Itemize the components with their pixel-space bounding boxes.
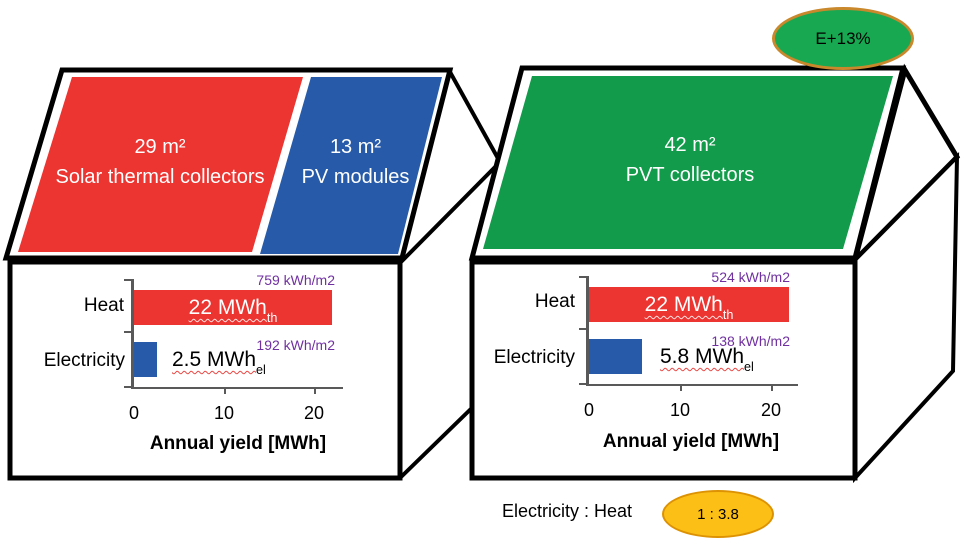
pvt-panel-label: 42 m² PVT collectors: [555, 130, 825, 190]
left-heat-value: 22 MWhth: [188, 296, 278, 325]
left-y-tick-top: [124, 279, 131, 281]
left-x-ticklabel-0: 0: [128, 403, 139, 423]
left-electricity-category: Electricity: [43, 350, 125, 371]
right-x-ticklabel-20: 20: [760, 400, 782, 420]
left-heat-bar: [134, 290, 332, 325]
electricity-gain-badge: E+13%: [772, 7, 914, 70]
pv-area: 13 m²: [329, 136, 382, 158]
electricity-heat-ratio-badge: 1 : 3.8: [662, 490, 774, 538]
left-x-ticklabel-10: 10: [213, 403, 235, 423]
left-gable-eave-edge: [399, 160, 502, 264]
solar-thermal-panel: [18, 77, 303, 252]
right-heat-value: 22 MWhth: [644, 293, 734, 322]
left-heat-category: Heat: [83, 295, 124, 316]
right-x-tick-10: [680, 386, 682, 391]
left-heat-specific-yield: 759 kWh/m2: [256, 272, 335, 288]
right-electricity-value: 5.8 MWhel: [660, 345, 754, 374]
right-electricity-specific-yield: 138 kWh/m2: [711, 333, 790, 349]
left-electricity-specific-yield: 192 kWh/m2: [256, 337, 335, 353]
right-y-tick-bottom: [579, 383, 586, 385]
left-x-tick-10: [224, 389, 226, 394]
right-y-axis: [586, 276, 589, 386]
right-heat-specific-yield: 524 kWh/m2: [711, 269, 790, 285]
right-electricity-category: Electricity: [493, 347, 575, 368]
pvt-name: PVT collectors: [625, 164, 755, 186]
right-x-axis-title: Annual yield [MWh]: [602, 431, 780, 452]
solar-thermal-panel-label: 29 m² Solar thermal collectors: [25, 132, 295, 192]
left-wall-bottom-edge: [399, 401, 479, 479]
left-x-ticklabel-20: 20: [303, 403, 325, 423]
right-heat-category: Heat: [534, 291, 575, 312]
left-y-tick-mid: [124, 331, 131, 333]
left-y-tick-bottom: [124, 386, 131, 388]
pv-modules-panel: [260, 77, 442, 254]
ratio-value-text: 1 : 3.8: [697, 505, 739, 523]
solar-thermal-area: 29 m²: [134, 136, 186, 158]
right-x-axis: [586, 384, 798, 386]
left-y-axis: [131, 279, 134, 389]
electricity-gain-text: E+13%: [815, 28, 871, 48]
left-x-axis-title: Annual yield [MWh]: [149, 433, 327, 454]
right-x-ticklabel-0: 0: [583, 400, 594, 420]
left-x-tick-20: [314, 389, 316, 394]
right-electricity-bar: [589, 339, 642, 374]
right-x-ticklabel-10: 10: [669, 400, 691, 420]
pvt-panel: [483, 76, 893, 249]
right-y-tick-top: [579, 276, 586, 278]
pvt-area: 42 m²: [664, 134, 716, 156]
left-gable-ridge-edge: [448, 71, 502, 163]
pv-name: PV modules: [301, 166, 410, 188]
right-x-tick-20: [771, 386, 773, 391]
left-x-axis: [131, 387, 343, 389]
left-electricity-value: 2.5 MWhel: [172, 348, 266, 377]
left-electricity-bar: [134, 342, 157, 377]
right-heat-bar: [589, 287, 789, 322]
solar-thermal-name: Solar thermal collectors: [55, 166, 265, 188]
ratio-label: Electricity : Heat: [502, 501, 633, 521]
pv-panel-label: 13 m² PV modules: [283, 132, 428, 192]
right-y-tick-mid: [579, 328, 586, 330]
